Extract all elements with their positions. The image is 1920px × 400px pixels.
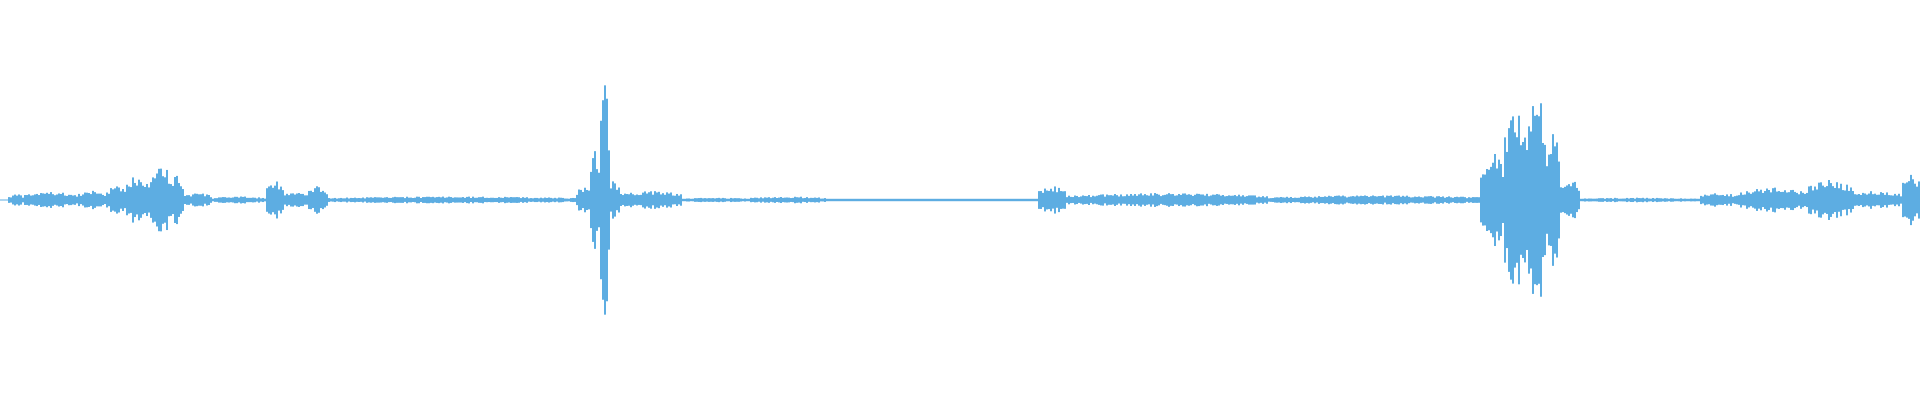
audio-waveform[interactable]	[0, 0, 1920, 400]
waveform-canvas[interactable]	[0, 0, 1920, 400]
